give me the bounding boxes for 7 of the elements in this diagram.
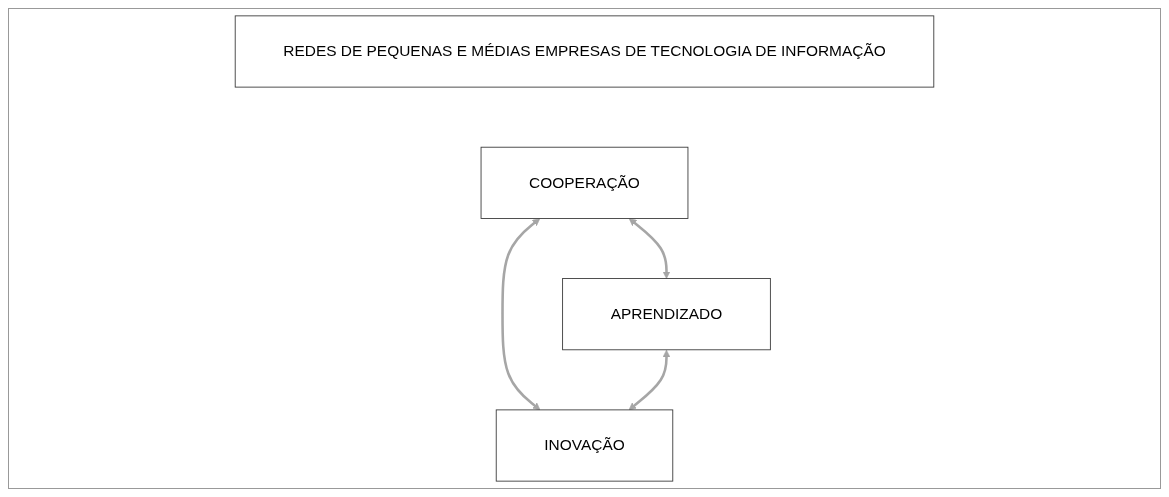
- node-box: INOVAÇÃO: [495, 409, 674, 482]
- node-box: COOPERAÇÃO: [480, 146, 689, 219]
- node-box: APRENDIZADO: [562, 278, 771, 351]
- arrow: [501, 218, 541, 411]
- node-box: REDES DE PEQUENAS E MÉDIAS EMPRESAS DE TECNOLOGIA DE INFORMAÇÃO: [234, 15, 935, 88]
- arrow: [628, 349, 671, 411]
- arrow: [628, 218, 671, 279]
